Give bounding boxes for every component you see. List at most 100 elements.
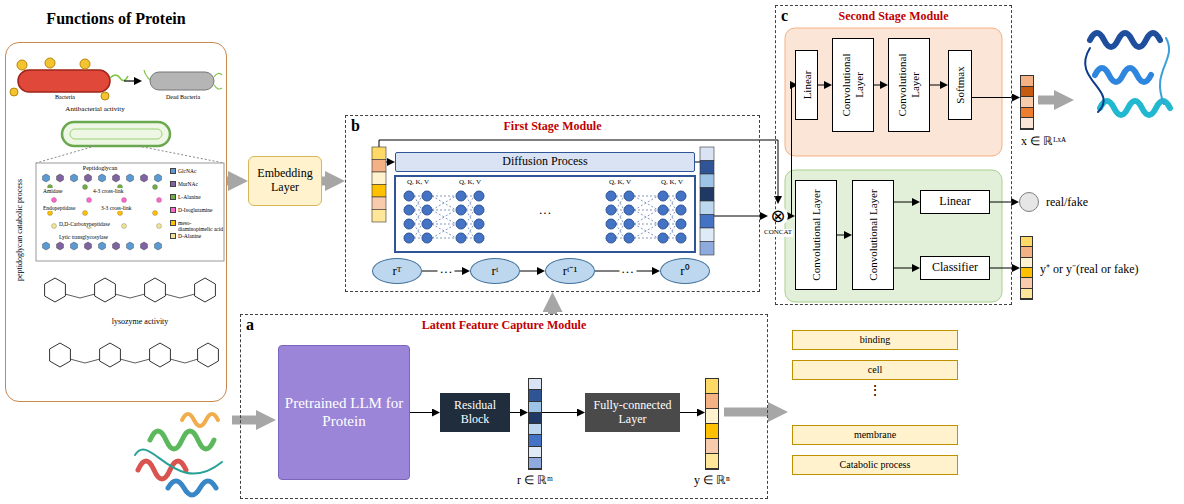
- sugar-unit: [57, 242, 64, 250]
- attention-link: [432, 196, 456, 210]
- module-title: First Stage Module: [346, 119, 759, 134]
- connector-arrow: [542, 412, 579, 413]
- glycosidic-bond: [115, 294, 145, 298]
- vector-cell: [1021, 87, 1033, 98]
- vector-cell: [700, 188, 714, 202]
- attention-link: [466, 224, 474, 225]
- sugar-ring: [50, 343, 71, 367]
- glycosidic-bond: [120, 359, 150, 363]
- attention-link: [414, 196, 422, 210]
- transition-arrow: [124, 80, 136, 81]
- layer-box: Fully-connected Layer: [585, 393, 680, 432]
- layer-box: Convolutional Layer: [832, 38, 874, 132]
- attention-link: [616, 196, 624, 210]
- attention-link: [634, 224, 658, 238]
- attention-link: [432, 210, 456, 224]
- panel-letter: a: [246, 316, 254, 334]
- discriminator-panel: [785, 170, 1002, 302]
- legend-item: D-Isoglutamine: [170, 207, 224, 213]
- illustration-label: Peptidoglycan: [82, 165, 118, 172]
- node-label: membrane: [854, 429, 896, 441]
- annotation-label: ⋮: [868, 383, 882, 398]
- attention-unit: [456, 233, 466, 243]
- attention-link: [414, 224, 422, 238]
- helix: [182, 414, 218, 426]
- attention-link: [466, 210, 474, 224]
- vector-cell: [1021, 247, 1032, 257]
- vector-cell: [706, 424, 718, 439]
- peptide-unit: [52, 224, 57, 229]
- attention-link: [466, 210, 474, 211]
- node-label: Convolutional Layer: [810, 183, 823, 287]
- peptide-unit: [157, 224, 162, 229]
- sugar-ring: [95, 278, 116, 302]
- node-label: Classifier: [932, 261, 978, 275]
- attention-unit: [404, 219, 414, 229]
- attention-unit: [474, 205, 484, 215]
- node-label: ⊗: [770, 207, 785, 225]
- module-title: Second Stage Module: [776, 9, 1011, 24]
- attention-link: [668, 196, 676, 197]
- output-vector: y⁺ or y⁻(real or fake): [1020, 236, 1033, 300]
- peptide-unit: [83, 211, 88, 216]
- attention-link: [414, 210, 422, 211]
- node-label: Convolutional Layer: [896, 41, 921, 129]
- attention-unit: [606, 205, 616, 215]
- annotation-label: Q, K, V: [407, 179, 429, 187]
- illustration-label: Endopeptidase: [42, 205, 76, 211]
- connector-arrow: [788, 85, 792, 216]
- flow-arrow: [548, 306, 557, 314]
- attention-link: [414, 224, 422, 238]
- legend-item: L-Alanine: [170, 194, 224, 200]
- sugar-structure: [45, 278, 219, 367]
- node-label: x ∈ ℝᴸˣᴬ: [1021, 134, 1066, 149]
- layer-box: Linear: [920, 190, 990, 214]
- sugar-unit: [43, 242, 50, 250]
- attention-unit: [624, 219, 634, 229]
- vector-cell: [700, 147, 714, 161]
- attention-unit: [456, 191, 466, 201]
- attention-link: [616, 196, 624, 210]
- embedding-box: Embedding Layer: [248, 156, 322, 206]
- connector-arrow: [874, 85, 882, 86]
- llm-box: Pretrained LLM for Protein: [278, 345, 410, 480]
- peptide-unit: [118, 211, 123, 216]
- connector-arrow: [680, 412, 699, 413]
- attention-link: [616, 210, 624, 224]
- concat-symbol: ⊗: [768, 206, 788, 226]
- attention-link: [634, 224, 658, 225]
- attention-link: [414, 224, 422, 225]
- bacteria-illustration: [10, 58, 222, 100]
- attention-unit: [606, 191, 616, 201]
- attention-link: [668, 210, 676, 224]
- vector-cell: [529, 447, 541, 458]
- attention-unit: [676, 233, 686, 243]
- attention-link: [466, 196, 474, 197]
- attention-link: [634, 196, 658, 210]
- helix: [150, 431, 214, 449]
- attention-unit: [658, 191, 668, 201]
- sugar-ring: [145, 278, 166, 302]
- function-box: membrane: [792, 425, 958, 445]
- protein-dot: [101, 92, 109, 100]
- vector-cell: [700, 215, 714, 229]
- attention-link: [668, 210, 676, 224]
- illustration-label: 3-3 cross-link: [100, 205, 132, 211]
- node-label: Embedding Layer: [253, 167, 317, 195]
- vector-cell: [706, 454, 718, 469]
- peptide-unit: [153, 185, 158, 190]
- attention-link: [616, 210, 624, 224]
- illustration-label: lysozyme activity: [112, 318, 169, 327]
- sugar-unit: [141, 242, 148, 250]
- attention-unit: [676, 219, 686, 229]
- attention-unit: [624, 205, 634, 215]
- attention-unit: [676, 205, 686, 215]
- legend-text: D-Isoglutamine: [178, 207, 213, 213]
- peptide-unit: [48, 211, 53, 216]
- peptide-unit: [122, 224, 127, 229]
- protein-dot: [45, 58, 55, 68]
- dead-bacterium: [150, 72, 214, 90]
- vector-cell: [1021, 268, 1032, 278]
- node-label: Diffusion Process: [502, 155, 587, 169]
- vector-cell: [529, 390, 541, 401]
